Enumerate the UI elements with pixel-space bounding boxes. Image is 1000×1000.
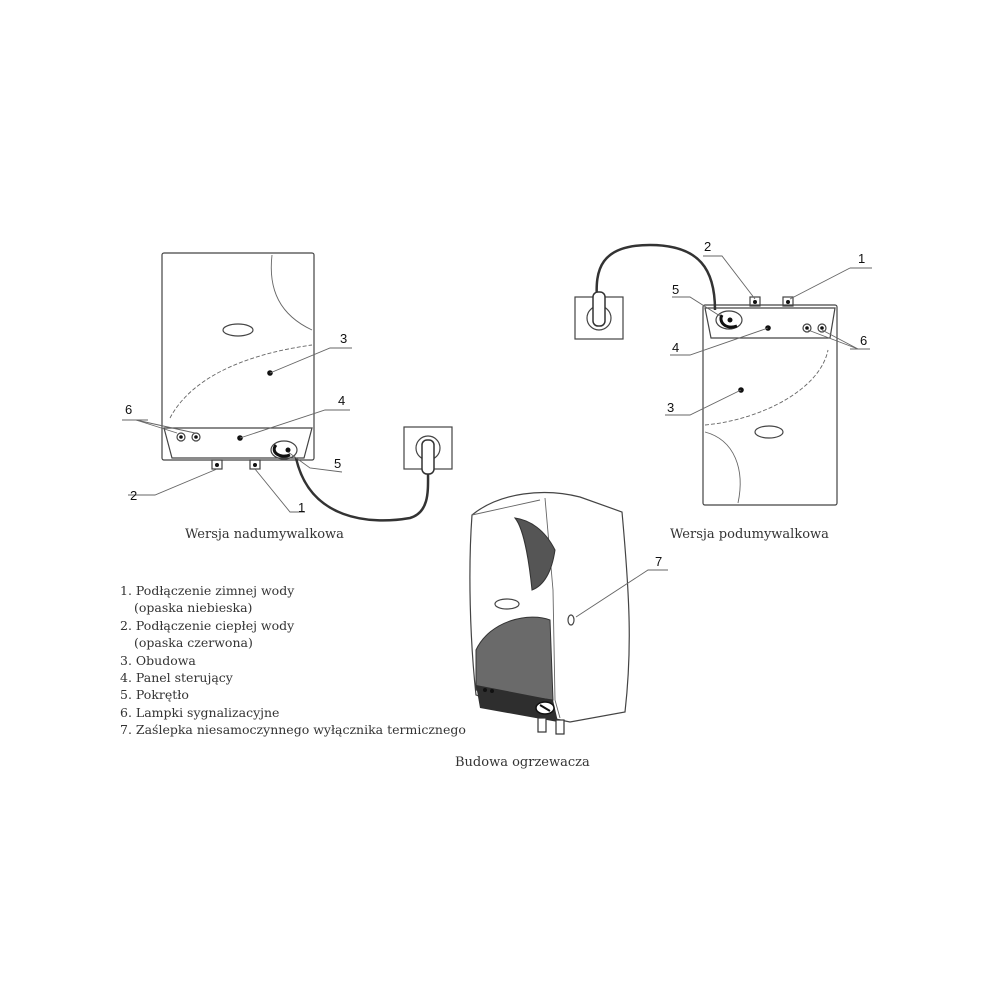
knob-icon: [270, 440, 298, 460]
callout-7: 7: [655, 554, 662, 569]
callout-3: 3: [667, 400, 674, 415]
callout-4: 4: [338, 393, 345, 408]
lamp-icon: [802, 323, 812, 333]
heater-outline: [469, 492, 630, 723]
lamp-icon: [176, 432, 186, 442]
window-oval: [754, 425, 784, 439]
callout-6: 6: [860, 333, 867, 348]
thermal-cutout-cap: [567, 614, 575, 626]
heater-over-sink: 6 3 4 5 2 1 Wersja nadumywalkowa: [122, 252, 453, 542]
legend-item-2: 2. Podłączenie ciepłej wody: [120, 617, 295, 633]
callout-3: 3: [340, 331, 347, 346]
legend-item-3: 3. Obudowa: [120, 652, 196, 668]
body-curve: [704, 349, 829, 426]
control-panel: [163, 427, 313, 459]
connector-hot: [749, 296, 761, 307]
lower-shell: [475, 616, 554, 701]
lamp-icon: [191, 432, 201, 442]
heater-under-sink: 2 1 5 4 6 3 Wersja podumywalkowa: [574, 239, 872, 542]
callout-5: 5: [672, 282, 679, 297]
legend-item-2-note: (opaska czerwona): [134, 635, 253, 651]
callout-2: 2: [130, 488, 137, 503]
power-cable: [294, 457, 430, 522]
legend-item-1: 1. Podłączenie zimnej wody: [120, 583, 295, 598]
legend-item-4: 4. Panel sterujący: [120, 670, 233, 686]
callout-4: 4: [672, 340, 679, 355]
body-curve: [169, 344, 313, 419]
caption-center: Budowa ogrzewacza: [455, 755, 590, 770]
body-swoosh: [704, 431, 741, 504]
pipe: [555, 719, 565, 735]
callout-5: 5: [334, 456, 341, 471]
window-oval: [494, 598, 520, 610]
power-cable: [595, 243, 717, 311]
knob-icon: [715, 310, 743, 330]
callout-1: 1: [298, 500, 305, 515]
top-accent: [513, 517, 556, 591]
legend-item-6: 6. Lampki sygnalizacyjne: [120, 704, 280, 720]
callout-1: 1: [858, 251, 865, 266]
legend-item-1-note: (opaska niebieska): [134, 600, 253, 616]
caption-left: Wersja nadumywalkowa: [185, 527, 344, 542]
legend-item-7: 7. Zaślepka niesamoczynnego wyłącznika t…: [120, 722, 466, 738]
heater-body: [702, 304, 838, 506]
heater-body: [161, 252, 315, 461]
control-panel: [476, 685, 558, 722]
body-swoosh: [270, 254, 313, 331]
connector-cold: [782, 296, 794, 307]
legend: 1. Podłączenie zimnej wody (opaska niebi…: [120, 582, 480, 739]
control-panel: [704, 307, 836, 339]
callout-2: 2: [704, 239, 711, 254]
lamp-icon: [817, 323, 827, 333]
legend-item-5: 5. Pokrętło: [120, 687, 189, 703]
caption-right: Wersja podumywalkowa: [670, 527, 829, 542]
heater-3d-view: 7 Budowa ogrzewacza: [455, 492, 668, 770]
window-oval: [222, 323, 254, 337]
pipe: [537, 717, 547, 733]
callout-6: 6: [125, 402, 132, 417]
